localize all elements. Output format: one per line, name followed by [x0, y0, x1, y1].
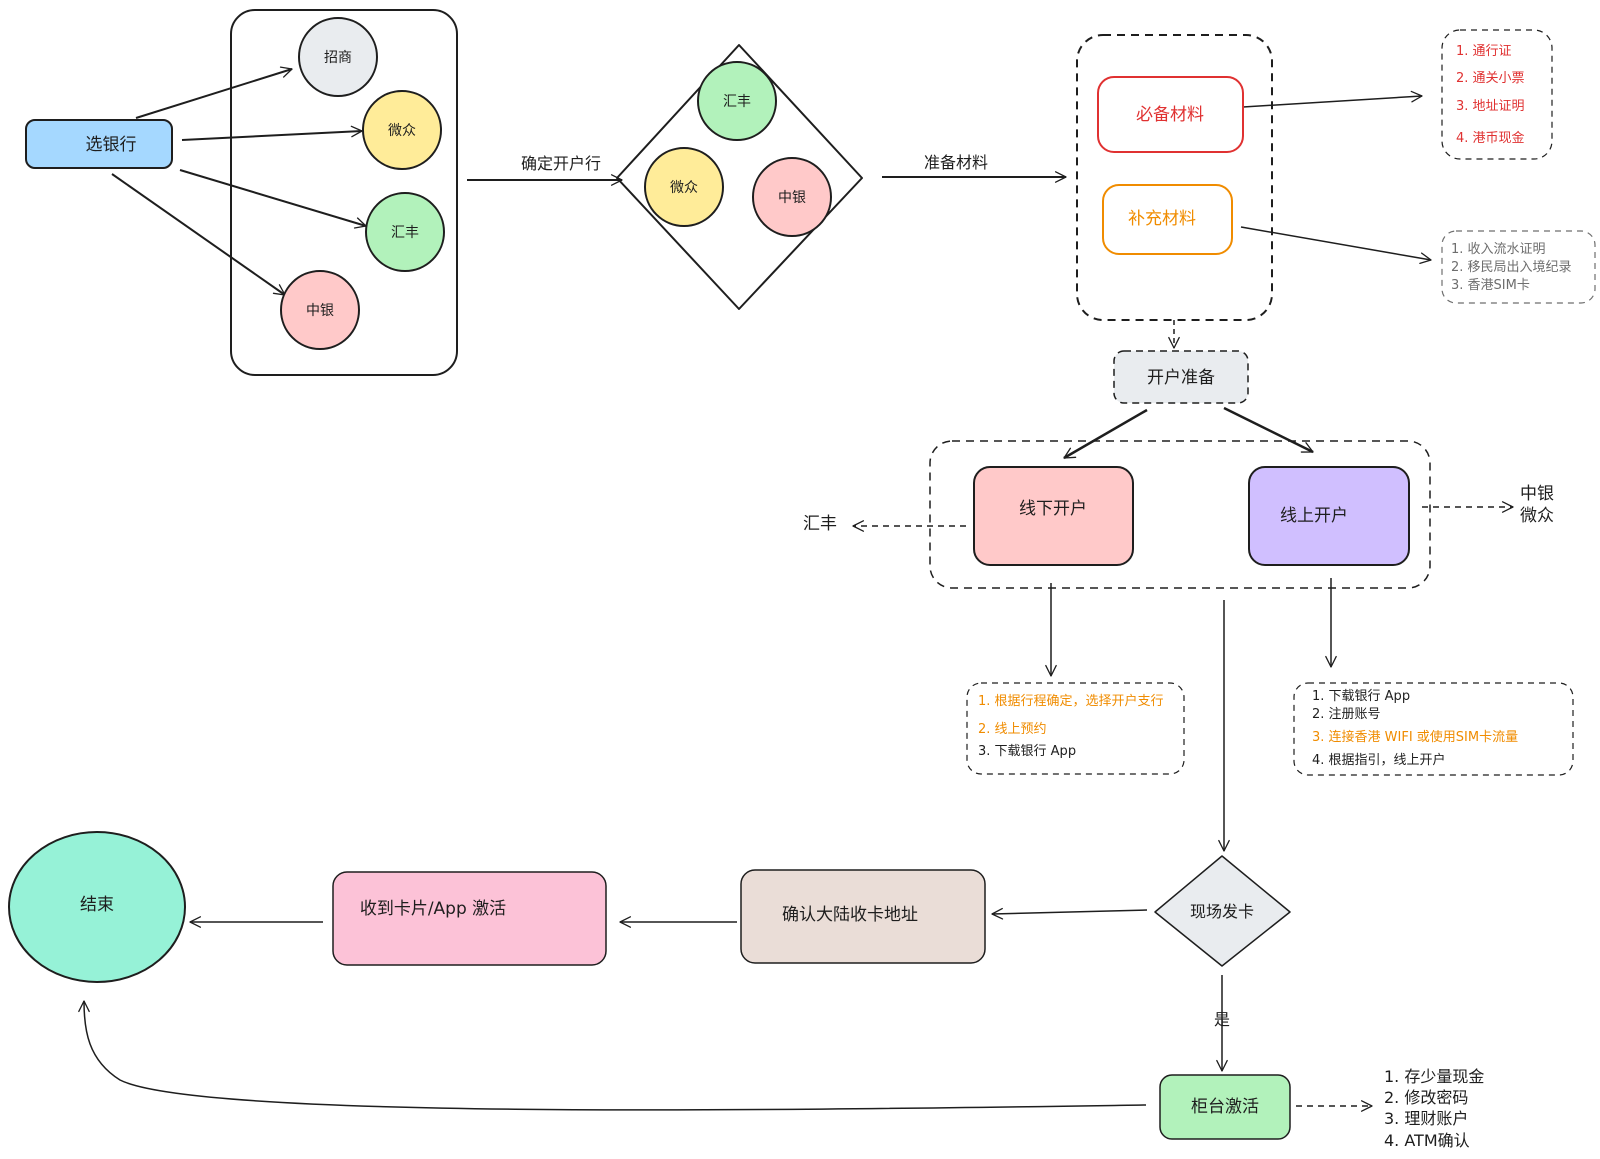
supplement-item-3: 3. 香港SIM卡: [1451, 278, 1530, 293]
online-step-4: 4. 根据指引，线上开户: [1312, 752, 1446, 768]
required-materials-node[interactable]: [1097, 76, 1244, 153]
required-list-box: [1441, 29, 1553, 160]
counter-step-4: 4. ATM确认: [1384, 1131, 1470, 1150]
online-step-2: 2. 注册账号: [1312, 707, 1381, 722]
diamond-webank-circle[interactable]: [644, 147, 724, 227]
bank-webank-label: 微众: [388, 123, 416, 139]
offline-open-label: 线下开户: [1019, 499, 1087, 519]
supplement-item-2: 2. 移民局出入境纪录: [1451, 260, 1572, 275]
supplementary-materials-label: 补充材料: [1128, 209, 1196, 229]
edge-select-to-boc: [111, 173, 286, 296]
edge-label-prepare-materials: 准备材料: [924, 153, 988, 172]
bank-options-container: [230, 9, 458, 376]
edge-select-to-webank: [181, 125, 363, 141]
online-step-1: 1. 下载银行 App: [1312, 689, 1410, 704]
issue-card-label: 现场发卡: [1190, 902, 1254, 921]
bank-webank-circle[interactable]: [362, 90, 442, 170]
required-item-2: 2. 通关小票: [1456, 71, 1525, 86]
required-item-3: 3. 地址证明: [1456, 99, 1525, 114]
edge-supplement-to-list: [1240, 226, 1432, 264]
offline-step-1: 1. 根据行程确定，选择开户支行: [978, 693, 1164, 709]
confirm-address-node[interactable]: [740, 869, 986, 964]
counter-step-2: 2. 修改密码: [1384, 1088, 1468, 1107]
edge-counter-to-end: [78, 1000, 1147, 1111]
account-prep-node[interactable]: [1113, 350, 1249, 404]
online-open-label: 线上开户: [1280, 506, 1348, 526]
offline-step-3: 3. 下载银行 App: [978, 744, 1076, 759]
required-item-1: 1. 通行证: [1456, 44, 1512, 59]
materials-container: [1076, 34, 1273, 321]
edge-select-to-hsbc: [179, 169, 367, 229]
select-bank-label: 选银行: [86, 135, 137, 155]
bank-hsbc-label: 汇丰: [391, 225, 419, 241]
counter-step-3: 3. 理财账户: [1384, 1109, 1468, 1128]
edge-select-to-cmb: [135, 66, 293, 119]
online-open-node[interactable]: [1248, 466, 1410, 566]
diamond-boc-circle[interactable]: [752, 157, 832, 237]
diamond-hsbc-circle[interactable]: [697, 61, 777, 141]
select-bank-node[interactable]: [25, 119, 173, 169]
bank-hsbc-circle[interactable]: [365, 192, 445, 272]
online-steps-box: [1293, 682, 1574, 776]
required-materials-label: 必备材料: [1136, 105, 1204, 125]
counter-step-1: 1. 存少量现金: [1384, 1067, 1484, 1086]
diamond-webank-label: 微众: [670, 180, 698, 196]
hsbc-offline-label: 汇丰: [803, 514, 837, 534]
diamond-hsbc-label: 汇丰: [723, 94, 751, 110]
bank-cmb-label: 招商: [324, 50, 352, 66]
account-prep-label: 开户准备: [1147, 368, 1215, 388]
edge-issue-to-confirm: [991, 907, 1148, 920]
online-banks-line2: 微众: [1520, 506, 1554, 526]
edge-prep-to-offline: [1063, 408, 1148, 460]
offline-open-node[interactable]: [973, 466, 1134, 566]
issue-card-node[interactable]: [1154, 855, 1291, 967]
account-methods-container: [929, 440, 1431, 589]
edge-prep-to-online: [1223, 406, 1314, 454]
receive-card-label: 收到卡片/App 激活: [360, 899, 506, 919]
confirm-address-label: 确认大陆收卡地址: [782, 905, 918, 925]
edge-label-confirm-bank: 确定开户行: [521, 154, 601, 173]
edge-label-yes: 是: [1214, 1010, 1230, 1029]
online-step-3: 3. 连接香港 WIFI 或使用SIM卡流量: [1312, 729, 1518, 745]
online-banks-line1: 中银: [1520, 484, 1554, 504]
bank-boc-circle[interactable]: [280, 270, 360, 350]
diamond-boc-label: 中银: [778, 190, 806, 206]
offline-step-2: 2. 线上预约: [978, 722, 1047, 737]
required-item-4: 4. 港币现金: [1456, 130, 1525, 146]
counter-activate-label: 柜台激活: [1191, 1097, 1259, 1117]
bank-boc-label: 中银: [306, 303, 334, 319]
edge-required-to-list: [1242, 90, 1423, 108]
receive-card-node[interactable]: [332, 871, 607, 966]
offline-steps-box: [966, 682, 1185, 775]
bank-cmb-circle[interactable]: [298, 17, 378, 97]
supplement-list-box: [1441, 230, 1596, 304]
counter-activate-node[interactable]: [1159, 1074, 1291, 1140]
supplementary-materials-node[interactable]: [1102, 184, 1233, 255]
end-node[interactable]: [8, 831, 186, 983]
end-label: 结束: [80, 895, 114, 915]
supplement-item-1: 1. 收入流水证明: [1451, 242, 1546, 257]
chosen-banks-diamond: [616, 44, 863, 310]
